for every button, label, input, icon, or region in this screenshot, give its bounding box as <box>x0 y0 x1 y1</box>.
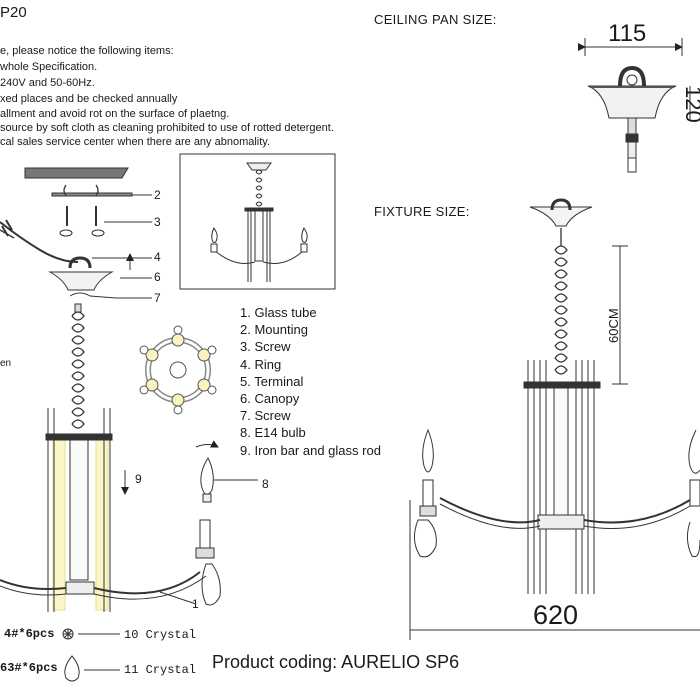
parts-list-item: 3. Screw <box>240 339 291 355</box>
fixture-size-label: FIXTURE SIZE: <box>374 204 470 219</box>
chain <box>554 228 568 375</box>
installation-note: whole Specification. <box>0 61 98 73</box>
callout-number: 3 <box>154 215 161 229</box>
callout-number: 9 <box>135 472 142 486</box>
chain-length-dimension: 60CM <box>606 308 621 343</box>
side-text-fragment: en <box>0 358 12 369</box>
callout-number: 2 <box>154 188 161 202</box>
parts-list-item: 1. Glass tube <box>240 305 317 320</box>
parts-list: 1. Glass tube 2. Mounting 3. Screw 4. Ri… <box>240 304 381 459</box>
ceiling-pan-width: 115 <box>608 20 647 47</box>
parts-list-item: 6. Canopy <box>240 391 300 407</box>
parts-list-item: 9. Iron bar and glass rod <box>240 442 381 458</box>
parts-list-item: 5. Terminal <box>240 373 304 389</box>
fixture-drawing <box>409 198 700 640</box>
crystal-label: 11 Crystal <box>124 663 197 677</box>
exploded-drawing <box>0 167 258 612</box>
crystal-bead-icon <box>62 628 74 640</box>
installation-note: 240V and 50-60Hz. <box>0 77 95 89</box>
parts-list-item: 4. Ring <box>240 356 282 372</box>
crystal-legend <box>62 628 120 682</box>
parts-list-item: 7. Screw <box>240 408 291 424</box>
installation-note: allment and avoid rot on the surface of … <box>0 108 230 120</box>
ceiling-pan-size-label: CEILING PAN SIZE: <box>374 12 497 27</box>
installation-note: xed places and be checked annually <box>0 93 178 105</box>
parts-list-item: 2. Mounting <box>240 322 308 338</box>
fixture-preview <box>179 153 336 290</box>
installation-note: source by soft cloth as cleaning prohibi… <box>0 122 334 134</box>
fixture-width-dimension: 620 <box>533 600 579 630</box>
glass-rods <box>523 360 601 594</box>
callout-number: 1 <box>192 597 199 611</box>
installation-note: e, please notice the following items: <box>0 45 174 57</box>
ceiling-pan-height: 120 <box>681 86 700 123</box>
model-code-fragment: P20 <box>0 4 27 21</box>
callout-number: 7 <box>154 291 161 305</box>
ceiling-pan-drawing <box>578 38 691 173</box>
crystal-label: 10 Crystal <box>124 628 197 642</box>
ring-assembly <box>139 325 217 415</box>
crystal-spec: 4#*6pcs <box>4 627 55 641</box>
crystal-drop-icon <box>64 655 80 682</box>
callout-number: 8 <box>262 477 269 491</box>
product-coding: Product coding: AURELIO SP6 <box>212 652 460 672</box>
parts-list-item: 8. E14 bulb <box>240 425 306 441</box>
crystal-spec: 63#*6pcs <box>0 661 58 675</box>
installation-note: cal sales service center when there are … <box>0 136 271 148</box>
callout-number: 6 <box>154 270 161 284</box>
callout-number: 4 <box>154 250 161 264</box>
